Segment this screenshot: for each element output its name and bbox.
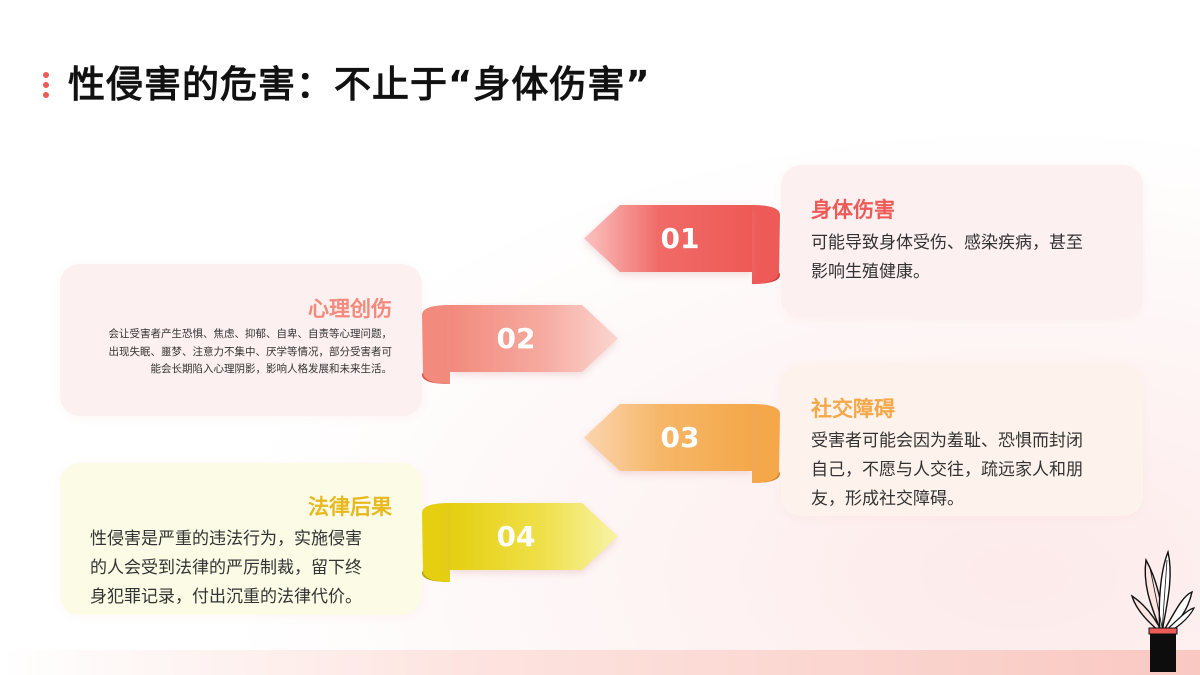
card-text-line: 性侵害是严重的违法行为，实施侵害: [90, 529, 362, 549]
ribbon-tail-04: [422, 503, 450, 582]
card-heading: 社交障碍: [811, 397, 895, 421]
title-dots-icon: [43, 72, 51, 100]
ribbon-tail-03: [752, 404, 780, 483]
card-text-line: 身犯罪记录，付出沉重的法律代价。: [90, 587, 362, 607]
ribbon-number-04: 04: [496, 520, 536, 553]
card-legal-consequences: 法律后果 性侵害是严重的违法行为，实施侵害 的人会受到法律的严厉制裁，留下终 身…: [60, 463, 422, 615]
ribbon-arrow-02: [450, 305, 618, 372]
card-text: 可能导致身体受伤、感染疾病，甚至 影响生殖健康。: [811, 229, 1131, 287]
ribbon-03: [584, 404, 781, 483]
card-psychological-trauma: 心理创伤 会让受害者产生恐惧、焦虑、抑郁、自卑、自责等心理问题， 出现失眠、噩梦…: [60, 264, 422, 416]
ribbon-tail-01: [752, 205, 780, 284]
card-text-line: 出现失眠、噩梦、注意力不集中、厌学等情况，部分受害者可: [108, 345, 393, 358]
ribbon-04: [421, 503, 618, 582]
card-text-line: 的人会受到法律的严厉制裁，留下终: [90, 558, 362, 578]
card-text: 受害者可能会因为羞耻、恐惧而封闭 自己，不愿与人交往，疏远家人和朋 友，形成社交…: [811, 427, 1131, 514]
ribbon-02: [421, 305, 618, 384]
ribbon-tail-02: [422, 305, 450, 384]
card-text-line: 友，形成社交障碍。: [811, 489, 964, 509]
card-text-line: 受害者可能会因为羞耻、恐惧而封闭: [811, 431, 1083, 451]
bottom-gradient-band: [0, 650, 1200, 675]
card-text-line: 影响生殖健康。: [811, 262, 930, 282]
ribbon-arrow-01: [584, 205, 752, 272]
ribbon-arrow-04: [450, 503, 618, 570]
card-text-line: 能会长期陷入心理阴影，影响人格发展和未来生活。: [150, 363, 393, 375]
ribbon-arrow-03: [584, 404, 752, 471]
ribbon-01: [584, 205, 781, 284]
card-physical-harm: 身体伤害 可能导致身体受伤、感染疾病，甚至 影响生殖健康。: [781, 165, 1143, 318]
ribbon-number-03: 03: [660, 421, 700, 454]
card-heading: 心理创伤: [308, 297, 392, 321]
card-social-barrier: 社交障碍 受害者可能会因为羞耻、恐惧而封闭 自己，不愿与人交往，疏远家人和朋 友…: [781, 364, 1143, 516]
ribbon-number-02: 02: [496, 322, 536, 355]
card-text-line: 自己，不愿与人交往，疏远家人和朋: [811, 460, 1083, 480]
card-heading: 身体伤害: [811, 198, 895, 222]
card-text-line: 可能导致身体受伤、感染疾病，甚至: [811, 233, 1083, 253]
card-text-line: 会让受害者产生恐惧、焦虑、抑郁、自卑、自责等心理问题，: [108, 328, 393, 340]
card-text: 会让受害者产生恐惧、焦虑、抑郁、自卑、自责等心理问题， 出现失眠、噩梦、注意力不…: [72, 326, 393, 379]
card-heading: 法律后果: [308, 495, 392, 519]
card-text: 性侵害是严重的违法行为，实施侵害 的人会受到法律的严厉制裁，留下终 身犯罪记录，…: [90, 525, 410, 612]
plant-in-pot-icon: [1130, 549, 1196, 672]
page-title: 性侵害的危害：不止于“身体伤害”: [68, 63, 651, 106]
ribbon-number-01: 01: [660, 222, 700, 255]
